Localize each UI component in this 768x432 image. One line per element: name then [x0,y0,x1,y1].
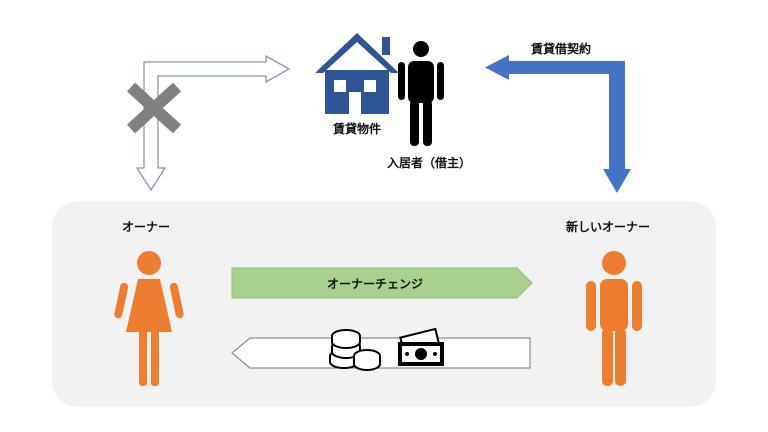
new-owner-person-icon [586,251,642,386]
owner-change-arrow [231,267,533,299]
property-label: 賃貸物件 [333,122,382,136]
owner-label: オーナー [122,220,171,234]
lease-contract-arrow [485,55,631,193]
tenant-label: 入居者（借主） [387,156,472,170]
former-lease-arrow [135,54,291,192]
coins-icon [329,329,381,371]
house-icon [315,33,399,114]
tenant-person-icon [398,41,444,146]
owner-person-icon [114,251,184,386]
banknote-icon [398,327,444,366]
payment-arrow [231,337,531,369]
lease-contract-label: 賃貸借契約 [531,42,592,56]
new-owner-label: 新しいオーナー [566,220,651,234]
owner-change-label: オーナーチェンジ [327,277,424,291]
cross-icon [126,82,182,134]
